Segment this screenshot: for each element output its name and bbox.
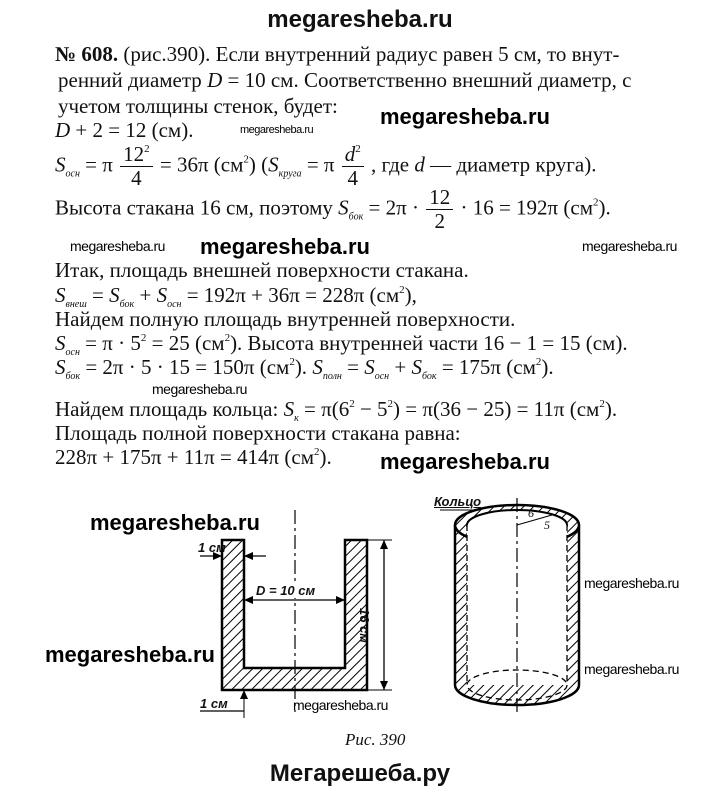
label-ring: Кольцо: [434, 494, 482, 509]
label-inner-radius: 5: [544, 518, 550, 532]
watermark: megaresheba.ru: [200, 234, 370, 259]
watermark: megaresheba.ru: [380, 104, 550, 129]
watermark: megaresheba.ru: [45, 642, 215, 667]
watermark: megaresheba.ru: [380, 449, 550, 474]
label-diameter: D = 10 см: [256, 583, 316, 598]
watermark: megaresheba.ru: [584, 661, 679, 677]
label-outer-radius: 6: [528, 506, 534, 520]
watermark: megaresheba.ru: [584, 575, 679, 591]
watermark: megaresheba.ru: [90, 510, 260, 535]
formula-line: Найдем площадь кольца: Sк = π(62 − 52) =…: [55, 397, 618, 424]
text-line: Найдем полную площадь внутренней поверхн…: [55, 307, 516, 331]
figure-caption: Рис. 390: [345, 730, 406, 749]
label-1cm-bottom: 1 см: [200, 696, 228, 711]
formula-line: Sвнеш = Sбок + Sосн = 192π + 36π = 228π …: [55, 283, 417, 310]
text-line: Итак, площадь внешней поверхности стакан…: [55, 258, 469, 282]
text-line: Площадь полной поверхности стакана равна…: [55, 421, 461, 445]
formula-line: 228π + 175π + 11π = 414π (см2).: [55, 445, 332, 469]
formula-line: Sосн = π · 52 = 25 (см2). Высота внутрен…: [55, 331, 628, 358]
text-line: D + 2 = 12 (см).: [55, 118, 194, 142]
watermark: megaresheba.ru: [293, 697, 388, 713]
text-line: ренний диаметр D = 10 см. Соответственно…: [58, 68, 632, 92]
formula-line: Sбок = 2π · 5 · 15 = 150π (см2). Sполн =…: [55, 355, 554, 382]
site-title: megaresheba.ru: [267, 6, 453, 33]
footer-site: Мегарешеба.ру: [269, 760, 451, 787]
cross-section-drawing: [200, 510, 392, 718]
watermark: megaresheba.ru: [582, 238, 677, 254]
cylinder-drawing: [440, 498, 581, 712]
watermark: megaresheba.ru: [152, 381, 247, 397]
text-line: учетом толщины стенок, будет:: [58, 94, 338, 118]
watermark: megaresheba.ru: [240, 124, 314, 136]
label-height: 16 см: [357, 608, 372, 643]
watermark: megaresheba.ru: [70, 238, 165, 254]
formula-line: Высота стакана 16 см, поэтому Sбок = 2π …: [55, 185, 611, 234]
text-line: № 608. (рис.390). Если внутренний радиус…: [55, 42, 620, 66]
label-1cm-top: 1 см: [198, 540, 226, 555]
